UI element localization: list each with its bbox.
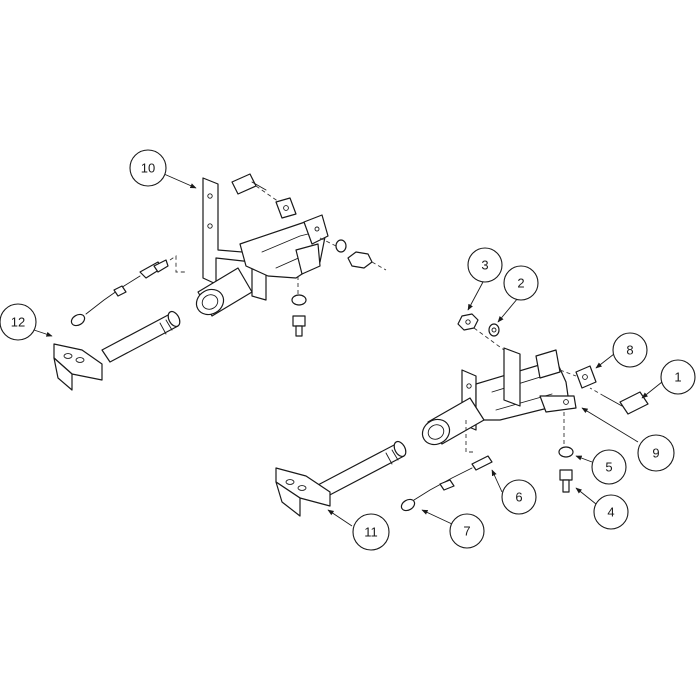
svg-text:1: 1 — [674, 370, 681, 385]
right-bolt-4 — [559, 469, 573, 493]
callout-8: 8 — [612, 332, 648, 368]
callout-2: 2 — [503, 265, 539, 301]
right-pin-11 — [275, 440, 407, 517]
svg-text:2: 2 — [517, 276, 524, 291]
right-nut-3 — [457, 313, 505, 351]
left-lynch-pin-cable — [70, 255, 186, 327]
right-lock-washer-5 — [558, 412, 574, 458]
right-lock-washer-2 — [488, 323, 500, 337]
left-pin-12 — [53, 310, 181, 391]
callout-1: 1 — [660, 359, 696, 395]
callout-3: 3 — [467, 247, 503, 283]
svg-text:5: 5 — [605, 460, 612, 475]
svg-text:12: 12 — [11, 315, 25, 330]
right-square-washer-8 — [559, 365, 597, 389]
callout-5: 5 — [591, 449, 627, 485]
callout-6: 6 — [501, 479, 537, 515]
callout-4: 4 — [593, 494, 629, 530]
svg-text:10: 10 — [141, 161, 155, 176]
svg-text:6: 6 — [515, 490, 522, 505]
leader-lines — [33, 173, 663, 527]
svg-text:3: 3 — [481, 258, 488, 273]
svg-text:11: 11 — [364, 525, 378, 540]
svg-text:8: 8 — [626, 343, 633, 358]
left-lower-bolt — [291, 276, 307, 337]
callout-9: 9 — [637, 434, 675, 472]
left-lock-washer-nut — [319, 237, 387, 271]
callout-7: 7 — [449, 513, 485, 549]
callout-11: 11 — [352, 513, 390, 551]
svg-text:9: 9 — [652, 446, 659, 461]
right-lynch-pin-cable-7 — [400, 420, 493, 512]
left-mount-bracket-assembly — [195, 177, 329, 317]
svg-text:7: 7 — [463, 524, 470, 539]
right-carriage-bolt-1 — [589, 387, 649, 415]
callout-12: 12 — [0, 303, 37, 341]
left-carriage-bolt — [231, 173, 283, 205]
svg-text:4: 4 — [607, 505, 614, 520]
right-mount-bracket-assembly-9 — [421, 347, 577, 446]
left-square-washer — [275, 197, 297, 219]
callout-10: 10 — [129, 149, 167, 187]
